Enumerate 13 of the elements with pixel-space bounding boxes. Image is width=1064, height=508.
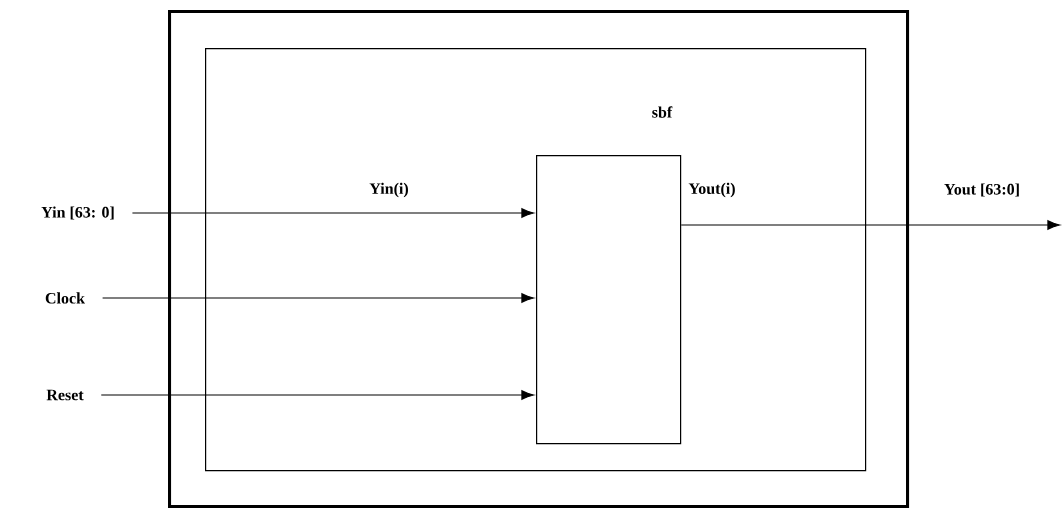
arrow	[102, 293, 535, 303]
signal-label: Clock	[45, 292, 85, 304]
edge-label: Yout(i)	[688, 182, 735, 198]
block-box	[168, 10, 910, 508]
arrow	[131, 208, 535, 218]
signal-label: Reset	[46, 389, 84, 401]
signal-label: Yout [63:0]	[944, 183, 1019, 197]
arrow	[680, 220, 1061, 230]
block-box	[205, 48, 867, 472]
edge-label: Yin(i)	[369, 182, 408, 198]
signal-label: Yin [63: 0]	[41, 206, 114, 220]
block-label: sbf	[652, 106, 673, 118]
arrow	[100, 390, 535, 400]
